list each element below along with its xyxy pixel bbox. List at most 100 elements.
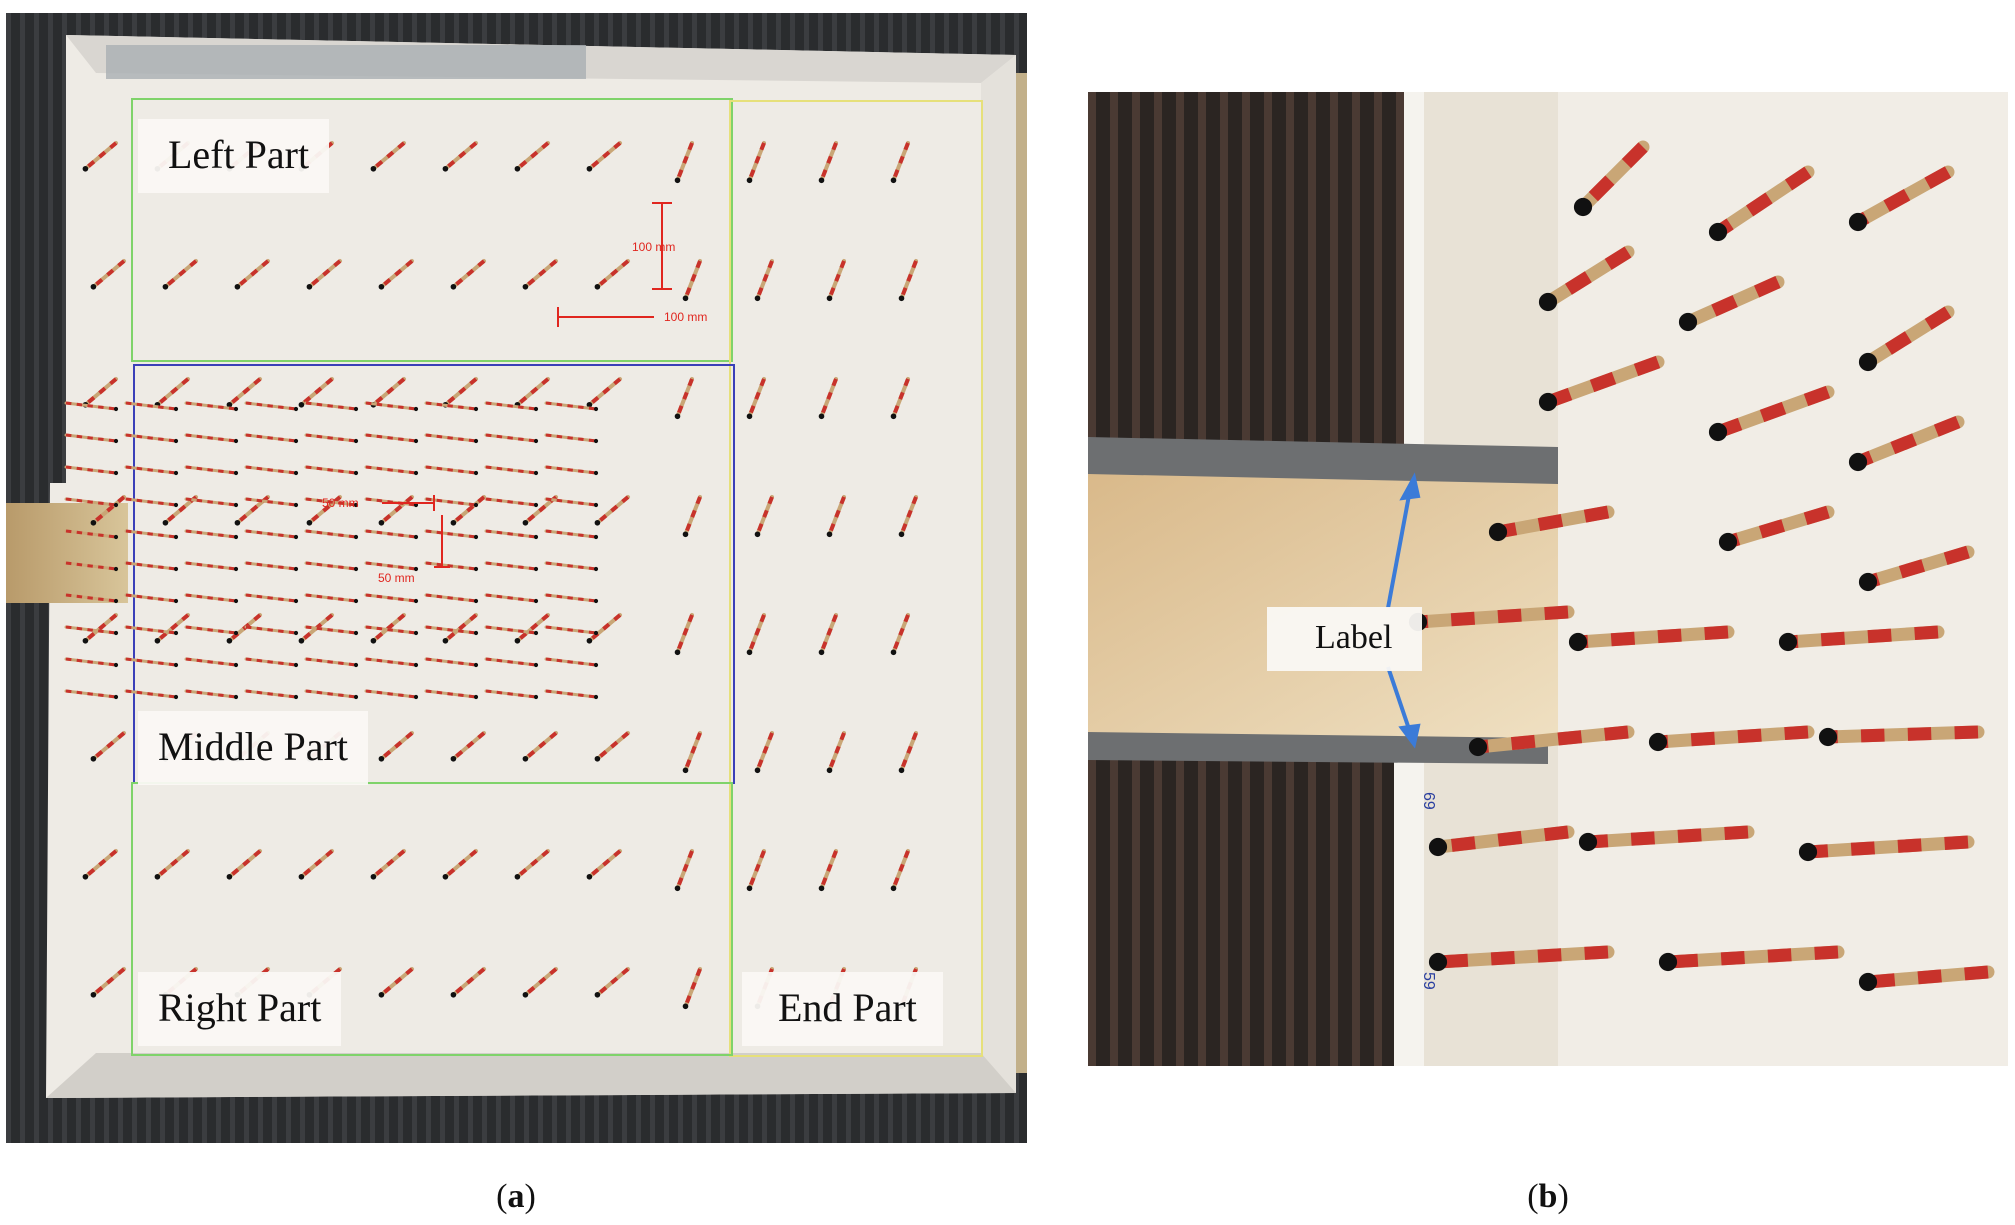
tuft-tip bbox=[593, 534, 599, 540]
tuft-tip bbox=[113, 470, 119, 476]
tuft-stripes bbox=[245, 593, 297, 603]
tuft-tip bbox=[593, 598, 599, 604]
tuft-tip bbox=[1858, 352, 1878, 372]
tuft-stripes bbox=[425, 625, 477, 635]
tuft-tip bbox=[1718, 532, 1738, 552]
tuft-tip bbox=[473, 534, 479, 540]
pillar-mark: 69 bbox=[1420, 792, 1437, 810]
tuft-tip bbox=[353, 502, 359, 508]
tuft-stripes bbox=[819, 614, 838, 654]
tuft-tip bbox=[594, 519, 601, 526]
tuft-stripes bbox=[65, 401, 117, 411]
tuft-tip bbox=[473, 566, 479, 572]
tuft-tip bbox=[90, 755, 97, 762]
tuft-tip bbox=[473, 694, 479, 700]
tuft-tip bbox=[226, 637, 233, 644]
tuft-stripes bbox=[516, 141, 550, 171]
tuft-tip bbox=[450, 519, 457, 526]
tuft-tip bbox=[233, 566, 239, 572]
tuft-tip bbox=[682, 767, 689, 774]
tuft-tip bbox=[353, 566, 359, 572]
tuft-stripes bbox=[747, 142, 766, 182]
tuft-tip bbox=[233, 662, 239, 668]
tuft-stripes bbox=[125, 689, 177, 699]
tuft-tip bbox=[682, 295, 689, 302]
tuft-tip bbox=[173, 438, 179, 444]
tuft-tip bbox=[413, 534, 419, 540]
tuft-stripes bbox=[755, 732, 774, 772]
tuft-tip bbox=[233, 534, 239, 540]
tuft-stripes bbox=[1726, 505, 1830, 549]
tuft-tip bbox=[533, 438, 539, 444]
middle-part-label: Middle Part bbox=[138, 711, 368, 785]
pillar-mark: 59 bbox=[1420, 972, 1437, 990]
tuft-stripes bbox=[1855, 415, 1961, 469]
tuft-tip bbox=[533, 662, 539, 668]
tuft-stripes bbox=[545, 561, 597, 571]
tuft-stripes bbox=[899, 260, 918, 300]
tuft-stripes bbox=[675, 378, 694, 418]
tuft-tip bbox=[233, 598, 239, 604]
tuft-stripes bbox=[185, 529, 237, 539]
tuft-stripes bbox=[84, 613, 118, 643]
tuft-stripes bbox=[65, 497, 117, 507]
tuft-stripes bbox=[300, 849, 334, 879]
tuft-stripes bbox=[485, 593, 537, 603]
tuft-tip bbox=[1578, 832, 1598, 852]
tuft-tip bbox=[1778, 632, 1798, 652]
photo-panel-a: 100 mm 100 mm 50 mm 50 mm Left Part Midd… bbox=[6, 13, 1027, 1143]
photo-panel-b: 69 59 Label bbox=[1088, 92, 2008, 1066]
tuft-stripes bbox=[236, 259, 270, 289]
tuft-stripes bbox=[1715, 385, 1831, 439]
tuft-tip bbox=[1858, 972, 1878, 992]
tuft-tip bbox=[413, 566, 419, 572]
tuft-stripes bbox=[125, 561, 177, 571]
tuft-tip bbox=[154, 637, 161, 644]
tuft-stripes bbox=[425, 529, 477, 539]
tuft-tip bbox=[293, 534, 299, 540]
tuft-stripes bbox=[444, 613, 478, 643]
tuft-stripes bbox=[365, 657, 417, 667]
tuft-stripes bbox=[125, 433, 177, 443]
tuft-stripes bbox=[485, 529, 537, 539]
tuft-stripes bbox=[683, 496, 702, 536]
tuft-stripes bbox=[372, 377, 406, 407]
tuft-tip bbox=[533, 502, 539, 508]
tuft-stripes bbox=[185, 433, 237, 443]
tuft-stripes bbox=[425, 593, 477, 603]
tuft-stripes bbox=[300, 377, 334, 407]
tuft-stripes bbox=[1685, 276, 1781, 328]
tuft-stripes bbox=[485, 625, 537, 635]
tuft-tip bbox=[1568, 632, 1588, 652]
tuft-tip bbox=[173, 662, 179, 668]
tuft-stripes bbox=[164, 495, 198, 525]
tuft-stripes bbox=[1714, 166, 1812, 238]
tuft-stripes bbox=[125, 625, 177, 635]
tuft-tip bbox=[1428, 837, 1448, 857]
tuft-tip bbox=[1468, 737, 1488, 757]
tuft-tip bbox=[593, 502, 599, 508]
tuft-tip bbox=[353, 534, 359, 540]
tuft-stripes bbox=[164, 259, 198, 289]
tuft-stripes bbox=[228, 613, 262, 643]
tuft-stripes bbox=[452, 731, 486, 761]
tuft-tip bbox=[293, 598, 299, 604]
tuft-tip bbox=[113, 694, 119, 700]
tuft-tip bbox=[1818, 727, 1838, 747]
tuft-tip bbox=[154, 873, 161, 880]
tuft-tip bbox=[113, 598, 119, 604]
tufts-group bbox=[1408, 140, 1995, 992]
dimension-label: 100 mm bbox=[664, 310, 708, 324]
tuft-tip bbox=[450, 991, 457, 998]
tuft-stripes bbox=[545, 625, 597, 635]
tuft-stripes bbox=[125, 593, 177, 603]
tuft-stripes bbox=[1854, 166, 1952, 228]
tuft-stripes bbox=[485, 561, 537, 571]
tuft-tip bbox=[593, 470, 599, 476]
tuft-stripes bbox=[92, 495, 126, 525]
tuft-stripes bbox=[545, 529, 597, 539]
tuft-stripes bbox=[125, 657, 177, 667]
tuft-stripes bbox=[65, 433, 117, 443]
tuft-stripes bbox=[683, 968, 702, 1008]
tuft-tip bbox=[233, 406, 239, 412]
